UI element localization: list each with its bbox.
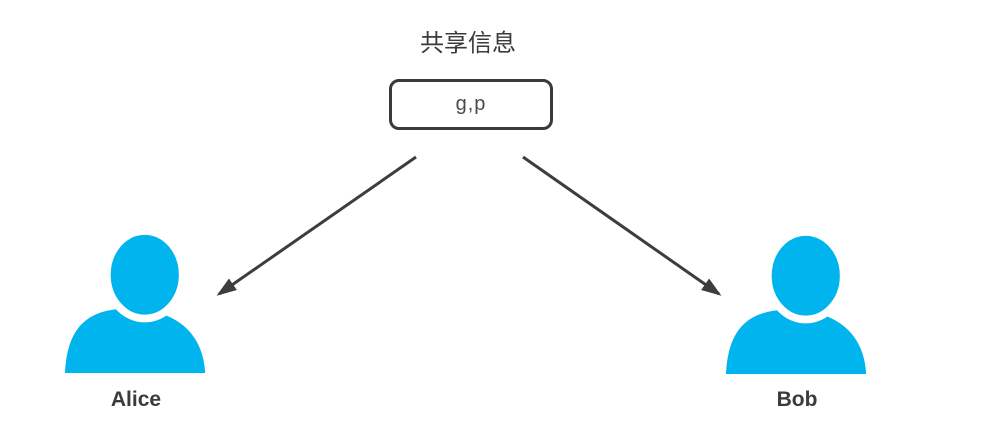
- actor-label-alice: Alice: [110, 388, 162, 411]
- arrow-to-alice: [216, 155, 417, 296]
- person-body: [64, 308, 206, 374]
- person-icon-alice: [64, 227, 206, 374]
- shared-info-title: 共享信息: [420, 30, 516, 57]
- person-head: [102, 227, 187, 323]
- shared-info-box: g,p: [389, 79, 553, 130]
- person-head: [763, 228, 848, 324]
- person-icon-bob: [725, 228, 867, 375]
- actor-label-bob: Bob: [776, 388, 818, 411]
- person-body: [725, 309, 867, 375]
- arrow-to-bob: [522, 155, 722, 296]
- shared-info-value: g,p: [455, 93, 487, 115]
